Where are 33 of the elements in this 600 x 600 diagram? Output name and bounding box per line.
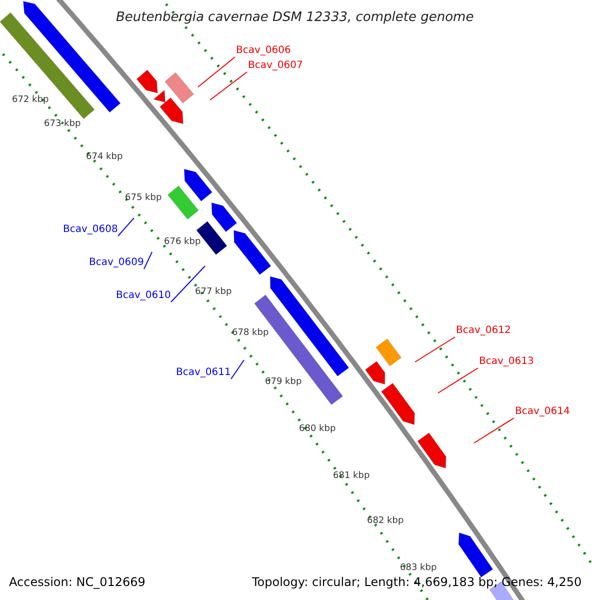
scale-label: 675 kbp bbox=[125, 194, 162, 203]
scale-label: 676 kbp bbox=[164, 238, 201, 247]
gene-label: Bcav_0607 bbox=[248, 61, 303, 71]
scale-label: 674 kbp bbox=[86, 153, 123, 162]
gene-label: Bcav_0610 bbox=[116, 291, 171, 301]
scale-label: 680 kbp bbox=[299, 425, 336, 434]
leader-line bbox=[230, 360, 244, 380]
scale-label: 677 kbp bbox=[195, 288, 232, 297]
gene-label: Bcav_0612 bbox=[456, 326, 511, 336]
gene-label: Bcav_0613 bbox=[479, 357, 534, 367]
title-text: Beutenbergia cavernae DSM 12333, complete genome bbox=[116, 11, 474, 24]
scale-label: 678 kbp bbox=[232, 329, 269, 338]
leader-line bbox=[198, 56, 236, 88]
gene-label: Bcav_0608 bbox=[63, 225, 118, 235]
gene-label: Bcav_0609 bbox=[89, 258, 144, 268]
scale-label: 683 kbp bbox=[400, 564, 437, 573]
scale-label: 679 kbp bbox=[265, 378, 302, 387]
leader-line bbox=[210, 72, 248, 100]
leader-line bbox=[438, 368, 478, 394]
leader-line bbox=[414, 336, 456, 362]
leader-line bbox=[118, 218, 134, 236]
gene-label: Bcav_0611 bbox=[176, 368, 231, 378]
leader-line bbox=[144, 252, 152, 270]
scale-label: 673 kbp bbox=[44, 120, 81, 129]
leader-line bbox=[474, 418, 514, 444]
scale-label: 682 kbp bbox=[367, 517, 404, 526]
info-text: Topology: circular; Length: 4,669,183 bp; Genes: 4,250 bbox=[252, 576, 582, 588]
info-text: Accession: NC_012669 bbox=[9, 576, 146, 588]
leader-line bbox=[170, 266, 206, 302]
scale-label: 681 kbp bbox=[333, 472, 370, 481]
gene-label: Bcav_0614 bbox=[515, 407, 570, 417]
gene-label: Bcav_0606 bbox=[236, 46, 291, 56]
scale-label: 672 kbp bbox=[12, 96, 49, 105]
